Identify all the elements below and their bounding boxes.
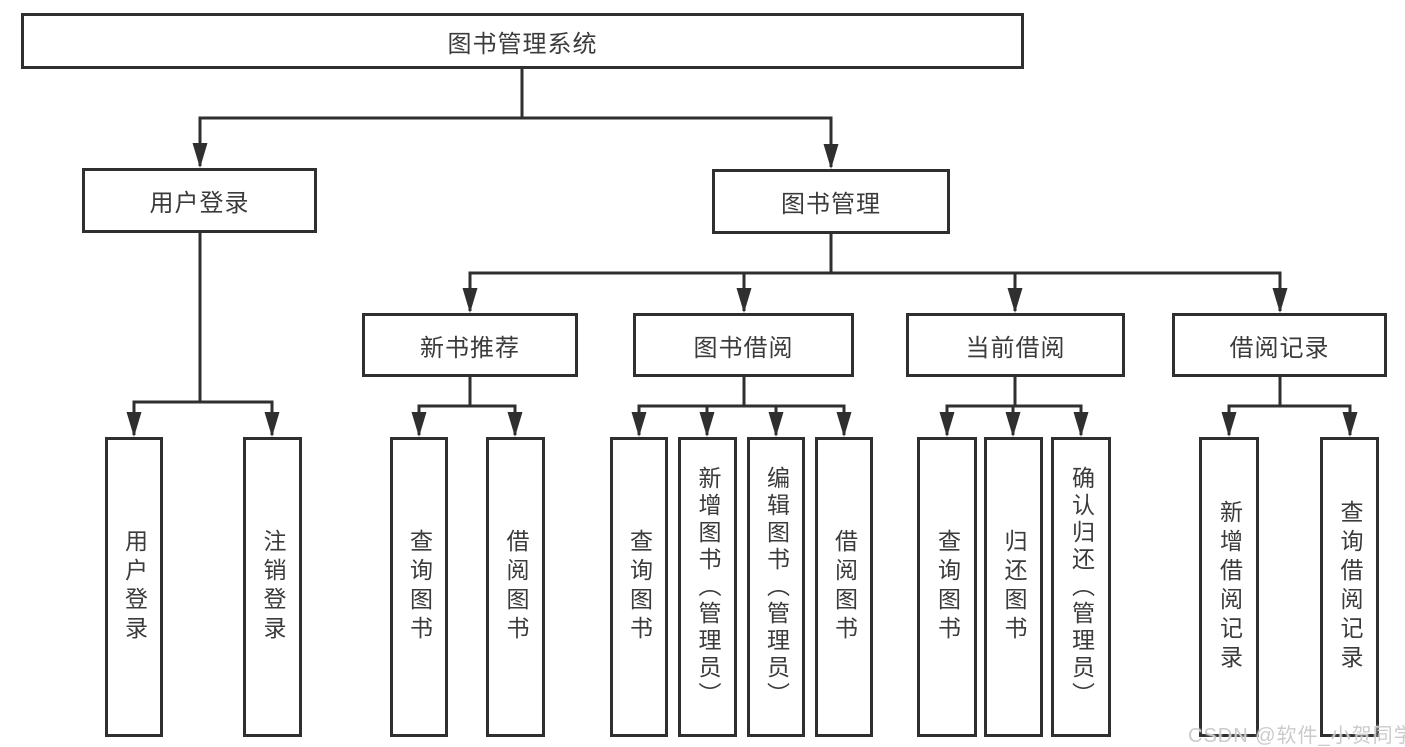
leaf-confirm-return-admin: 确认归还（管理员）	[1051, 437, 1111, 737]
node-book-borrow: 图书借阅	[633, 313, 854, 377]
leaf-borrow-books-1: 借阅图书	[486, 437, 545, 737]
connector-bookmgmt-to-level2	[468, 232, 1282, 275]
leaf-user-login: 用户登录	[105, 437, 163, 737]
connector-root-to-level1	[198, 67, 833, 120]
leaf-return-books: 归还图书	[984, 437, 1043, 737]
connector-currentborrow-to-leaves	[945, 375, 1083, 408]
node-current-borrow: 当前借阅	[906, 313, 1125, 377]
node-root-system: 图书管理系统	[21, 13, 1024, 69]
csdn-watermark: CSDN @软件_小贺同学	[1188, 725, 1405, 747]
connector-userlogin-to-leaves	[132, 231, 274, 404]
node-new-book-recommend: 新书推荐	[362, 313, 578, 377]
leaf-query-borrow-record: 查询借阅记录	[1320, 437, 1379, 737]
leaf-query-books-2: 查询图书	[610, 437, 668, 737]
node-book-management: 图书管理	[712, 169, 950, 234]
node-borrow-records: 借阅记录	[1172, 313, 1387, 377]
connector-newbookrec-to-leaves	[417, 375, 517, 408]
node-user-login: 用户登录	[82, 168, 317, 233]
leaf-borrow-books-2: 借阅图书	[815, 437, 873, 737]
leaf-add-books-admin: 新增图书（管理员）	[678, 437, 737, 737]
leaf-query-books-3: 查询图书	[917, 437, 977, 737]
connector-bookborrow-to-leaves	[637, 375, 846, 408]
leaf-add-borrow-record: 新增借阅记录	[1199, 437, 1259, 737]
leaf-logout-login: 注销登录	[243, 437, 302, 737]
connector-borrowrecords-to-leaves	[1227, 375, 1352, 408]
leaf-query-books-1: 查询图书	[390, 437, 448, 737]
leaf-edit-books-admin: 编辑图书（管理员）	[747, 437, 805, 737]
